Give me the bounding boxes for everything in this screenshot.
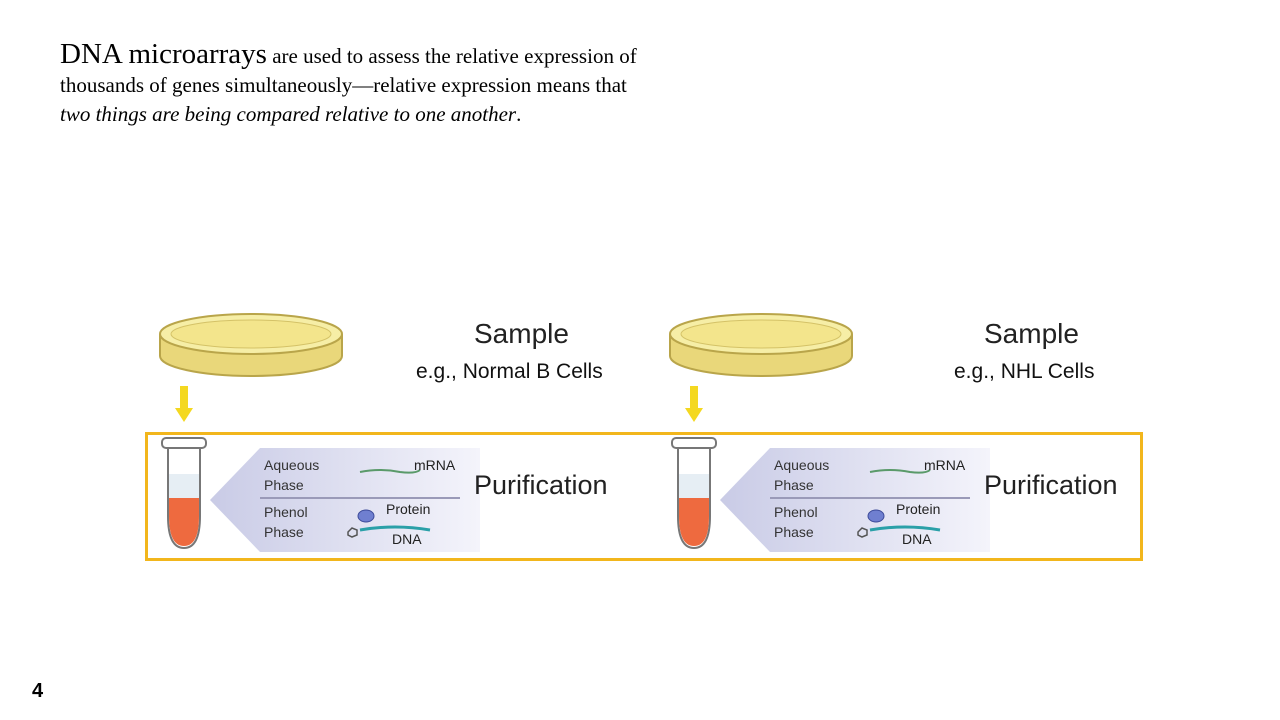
phenol-phase-label: Phenol Phase [264,504,308,540]
intro-lead: DNA microarrays [60,38,267,70]
sample-title: Sample [474,318,569,349]
intro-text: are used to assess the relative expressi… [60,44,637,97]
sample-subtitle: e.g., NHL Cells [954,360,1095,383]
phase-callout [210,448,480,552]
aqueous-phase-label: Aqueous Phase [774,457,830,493]
tube-icon [671,437,717,550]
purification-label: Purification [474,470,608,500]
sample-panel-nhl: Sample e.g., NHL Cells Aqueous Phase Phe… [666,300,1186,560]
purification-frame [145,432,1143,561]
tube-icon [161,437,207,550]
sample-panel-normal: Sample e.g., Normal B Cells Aqueous Phas… [156,300,676,560]
mrna-label: mRNA [924,457,966,473]
down-arrow-icon [175,386,193,422]
page-number: 4 [32,680,44,702]
protein-label: Protein [896,501,941,517]
intro-italic: two things are being compared relative t… [60,102,517,126]
dna-label: DNA [392,531,422,547]
intro-paragraph: DNA microarrays are used to assess the r… [60,40,660,129]
protein-label: Protein [386,501,431,517]
petri-dish-icon [669,313,853,377]
mrna-label: mRNA [414,457,456,473]
dna-label: DNA [902,531,932,547]
down-arrow-icon [685,386,703,422]
petri-dish-icon [159,313,343,377]
phase-callout [720,448,990,552]
intro-end: . [516,102,522,126]
aqueous-phase-label: Aqueous Phase [264,457,320,493]
sample-title: Sample [984,318,1079,349]
sample-subtitle: e.g., Normal B Cells [416,360,603,383]
phenol-phase-label: Phenol Phase [774,504,818,540]
purification-label: Purification [984,470,1118,500]
